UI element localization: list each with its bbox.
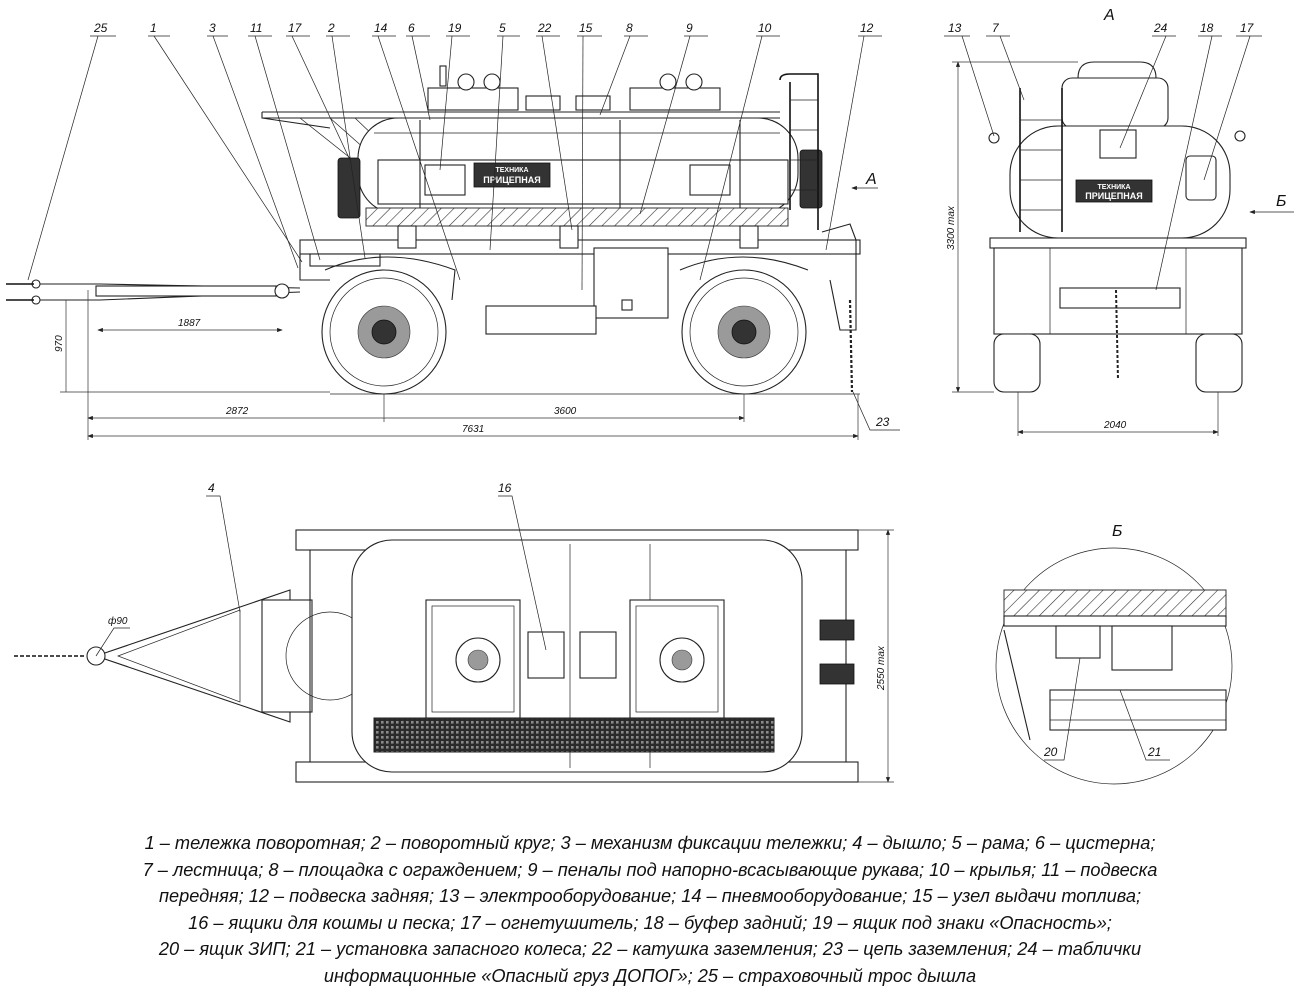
legend-line: 20 – ящик ЗИП; 21 – установка запасного … <box>158 939 1142 959</box>
leader-label: 21 <box>1147 745 1161 759</box>
leader-label: 1 <box>150 21 157 35</box>
dim-front: 2872 <box>225 406 249 417</box>
view-label-a-side: А <box>865 171 877 188</box>
side-view: ТЕХНИКА ПРИЦЕПНАЯ <box>6 21 900 440</box>
leader-label: 16 <box>498 481 512 495</box>
legend-line: 1 – тележка поворотная; 2 – поворотный к… <box>144 833 1156 853</box>
dim-base: 3600 <box>554 406 577 417</box>
leader-label: 25 <box>93 21 108 35</box>
rear-view: А ТЕХНИКА ПРИЦЕПНАЯ 13 7 24 18 17 Б <box>944 7 1294 436</box>
leader-label: 19 <box>448 21 462 35</box>
leader-label: 8 <box>626 21 633 35</box>
leader-label: 4 <box>208 481 215 495</box>
logo-text-side: ПРИЦЕПНАЯ <box>483 175 540 185</box>
logo-small-rear: ТЕХНИКА <box>1097 184 1130 191</box>
dim-top-width: 2550 max <box>876 645 887 691</box>
legend-line: передняя; 12 – подвеска задняя; 13 – эле… <box>158 886 1142 906</box>
dim-drawbar: 1887 <box>178 318 201 329</box>
dim-ring: ф90 <box>108 615 128 627</box>
leader-label: 10 <box>758 21 772 35</box>
legend-line: информационные «Опасный груз ДОПОГ»; 25 … <box>323 965 977 986</box>
leader-label: 2 <box>327 21 335 35</box>
leader-label: 23 <box>875 415 890 429</box>
dim-rear-width: 2040 <box>1103 420 1127 431</box>
top-view: 4 16 ф90 2550 max <box>14 481 894 783</box>
leader-label: 24 <box>1153 21 1168 35</box>
leader-label: 20 <box>1043 745 1058 759</box>
view-label-b-detail: Б <box>1112 523 1122 540</box>
legend-line: 7 – лестница; 8 – площадка с ограждением… <box>142 859 1158 880</box>
leader-label: 9 <box>686 21 693 35</box>
leader-label: 15 <box>579 21 593 35</box>
leader-label: 13 <box>948 21 962 35</box>
leader-label: 11 <box>250 21 262 35</box>
leader-label: 12 <box>860 21 874 35</box>
view-label-a-top: А <box>1103 7 1115 24</box>
leader-label: 17 <box>288 21 303 35</box>
leader-label: 14 <box>374 21 388 35</box>
leader-label: 22 <box>537 21 552 35</box>
leader-label: 7 <box>992 21 1000 35</box>
dim-total: 7631 <box>462 424 484 435</box>
legend-caption: 1 – тележка поворотная; 2 – поворотный к… <box>20 830 1280 989</box>
leader-label: 18 <box>1200 21 1214 35</box>
leader-label: 3 <box>209 21 216 35</box>
logo-text-rear: ПРИЦЕПНАЯ <box>1085 191 1142 201</box>
leader-label: 6 <box>408 21 415 35</box>
dim-height: 970 <box>54 335 65 352</box>
technical-drawing: ТЕХНИКА ПРИЦЕПНАЯ <box>6 7 1294 785</box>
detail-view: Б 20 21 <box>995 523 1233 785</box>
dim-rear-height: 3300 max <box>946 205 957 250</box>
legend-line: 16 – ящики для кошмы и песка; 17 – огнет… <box>188 912 1112 933</box>
view-label-b-side: Б <box>1276 193 1286 210</box>
logo-small-side: ТЕХНИКА <box>495 167 528 174</box>
leader-label: 17 <box>1240 21 1255 35</box>
leader-label: 5 <box>499 21 506 35</box>
